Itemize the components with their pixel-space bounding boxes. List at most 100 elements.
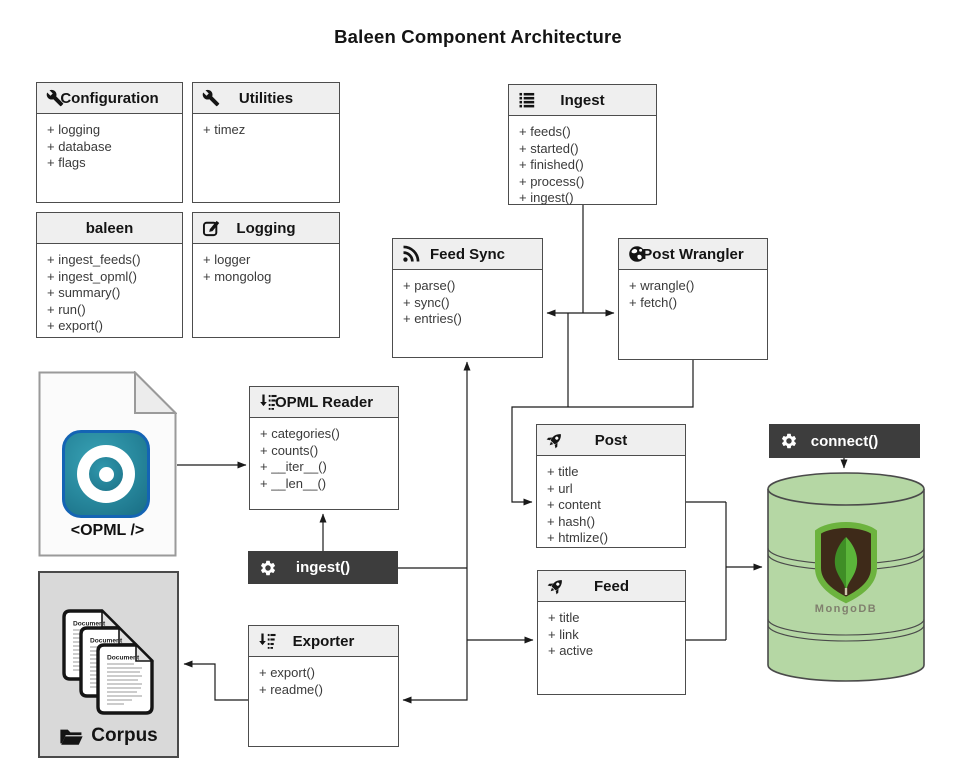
component-post-wrangler: Post Wrangler + wrangle() + fetch() bbox=[618, 238, 768, 360]
member: + parse() bbox=[403, 278, 456, 293]
opml-file-label: <OPML /> bbox=[70, 522, 145, 539]
member: + __len__() bbox=[260, 475, 327, 491]
component-title: Ingest bbox=[560, 91, 605, 109]
member: + export() bbox=[259, 665, 315, 680]
component-header: Configuration bbox=[37, 83, 182, 114]
component-feed: Feed + title + link + active bbox=[537, 570, 686, 695]
function-label: connect() bbox=[810, 432, 879, 450]
member: + title bbox=[548, 610, 580, 625]
component-post: Post + title + url + content + hash() + … bbox=[536, 424, 686, 548]
component-ingest: Ingest + feeds() + started() + finished(… bbox=[508, 84, 657, 205]
component-members: + title + link + active bbox=[538, 602, 685, 660]
globe-icon bbox=[628, 245, 646, 263]
member: + entries() bbox=[403, 311, 462, 326]
component-title: Feed Sync bbox=[429, 245, 506, 263]
component-header: Feed bbox=[538, 571, 685, 602]
diagram-title: Baleen Component Architecture bbox=[334, 26, 622, 47]
mongodb-leaf-shield-logo bbox=[815, 521, 877, 604]
sort-icon bbox=[258, 632, 276, 650]
component-members: + logger + mongolog bbox=[193, 244, 339, 285]
member: + logger bbox=[203, 252, 251, 267]
wrench-icon bbox=[46, 89, 64, 107]
gear-icon bbox=[259, 559, 277, 577]
member: + htmlize() bbox=[547, 530, 609, 545]
component-title: Post Wrangler bbox=[642, 245, 744, 263]
opml-bullseye-icon bbox=[62, 430, 150, 518]
ingest-function-node: ingest() bbox=[248, 551, 398, 584]
member: + mongolog bbox=[203, 268, 272, 284]
component-header: Post bbox=[537, 425, 685, 456]
component-header: baleen bbox=[37, 213, 182, 244]
member: + sync() bbox=[403, 294, 450, 310]
component-header: Exporter bbox=[249, 626, 398, 657]
component-title: Configuration bbox=[60, 89, 159, 107]
member: + process() bbox=[519, 173, 585, 189]
component-baleen: baleen + ingest_feeds() + ingest_opml() … bbox=[36, 212, 183, 338]
component-title: Utilities bbox=[238, 89, 294, 107]
mongodb-label: MongoDB bbox=[815, 603, 877, 615]
member: + hash() bbox=[547, 513, 596, 529]
corpus-label: Corpus bbox=[40, 725, 177, 747]
member: + logging bbox=[47, 122, 101, 137]
component-feed-sync: Feed Sync + parse() + sync() + entries() bbox=[392, 238, 543, 358]
member: + title bbox=[547, 464, 579, 479]
component-members: + timez bbox=[193, 114, 339, 139]
component-exporter: Exporter + export() + readme() bbox=[248, 625, 399, 747]
member: + content bbox=[547, 497, 601, 512]
component-logging: Logging + logger + mongolog bbox=[192, 212, 340, 338]
component-title: OPML Reader bbox=[274, 393, 374, 411]
rocket-icon bbox=[546, 431, 564, 449]
opml-file-node: <OPML /> bbox=[38, 371, 177, 557]
member: + wrangle() bbox=[629, 278, 695, 293]
component-header: Feed Sync bbox=[393, 239, 542, 270]
member: + started() bbox=[519, 140, 579, 156]
component-members: + ingest_feeds() + ingest_opml() + summa… bbox=[37, 244, 182, 335]
rss-icon bbox=[402, 245, 420, 263]
member: + __iter__() bbox=[260, 459, 327, 474]
component-header: Logging bbox=[193, 213, 339, 244]
list-icon bbox=[518, 91, 536, 109]
component-header: Utilities bbox=[193, 83, 339, 114]
corpus-label-text: Corpus bbox=[91, 725, 158, 746]
component-configuration: Configuration + logging + database + fla… bbox=[36, 82, 183, 203]
member: + fetch() bbox=[629, 294, 678, 310]
member: + readme() bbox=[259, 681, 323, 697]
document-stack-icon bbox=[62, 609, 154, 715]
component-title: Logging bbox=[236, 219, 296, 237]
component-members: + parse() + sync() + entries() bbox=[393, 270, 542, 328]
member: + timez bbox=[203, 122, 246, 137]
mongodb-database: MongoDB bbox=[767, 472, 925, 682]
component-members: + logging + database + flags bbox=[37, 114, 182, 172]
member: + ingest_opml() bbox=[47, 268, 137, 284]
component-title: Feed bbox=[593, 577, 629, 595]
member: + ingest_feeds() bbox=[47, 252, 141, 267]
member: + export() bbox=[47, 318, 103, 333]
component-members: + export() + readme() bbox=[249, 657, 398, 698]
member: + finished() bbox=[519, 157, 584, 172]
corpus-node: Corpus bbox=[38, 571, 179, 758]
component-header: Ingest bbox=[509, 85, 656, 116]
member: + database bbox=[47, 138, 112, 154]
member: + ingest() bbox=[519, 190, 574, 205]
function-label: ingest() bbox=[295, 559, 351, 576]
component-header: OPML Reader bbox=[250, 387, 398, 418]
rocket-icon bbox=[547, 577, 565, 595]
component-header: Post Wrangler bbox=[619, 239, 767, 270]
component-opml-reader: OPML Reader + categories() + counts() + … bbox=[249, 386, 399, 510]
component-members: + feeds() + started() + finished() + pro… bbox=[509, 116, 656, 207]
member: + counts() bbox=[260, 442, 319, 458]
gear-icon bbox=[780, 432, 798, 450]
sort-icon bbox=[259, 393, 277, 411]
component-members: + wrangle() + fetch() bbox=[619, 270, 767, 311]
member: + categories() bbox=[260, 426, 340, 441]
member: + flags bbox=[47, 155, 86, 170]
component-utilities: Utilities + timez bbox=[192, 82, 340, 203]
component-members: + categories() + counts() + __iter__() +… bbox=[250, 418, 398, 492]
member: + active bbox=[548, 643, 594, 658]
member: + link bbox=[548, 626, 579, 642]
component-title: Exporter bbox=[292, 632, 355, 650]
member: + summary() bbox=[47, 285, 121, 300]
component-title: baleen bbox=[85, 219, 134, 237]
